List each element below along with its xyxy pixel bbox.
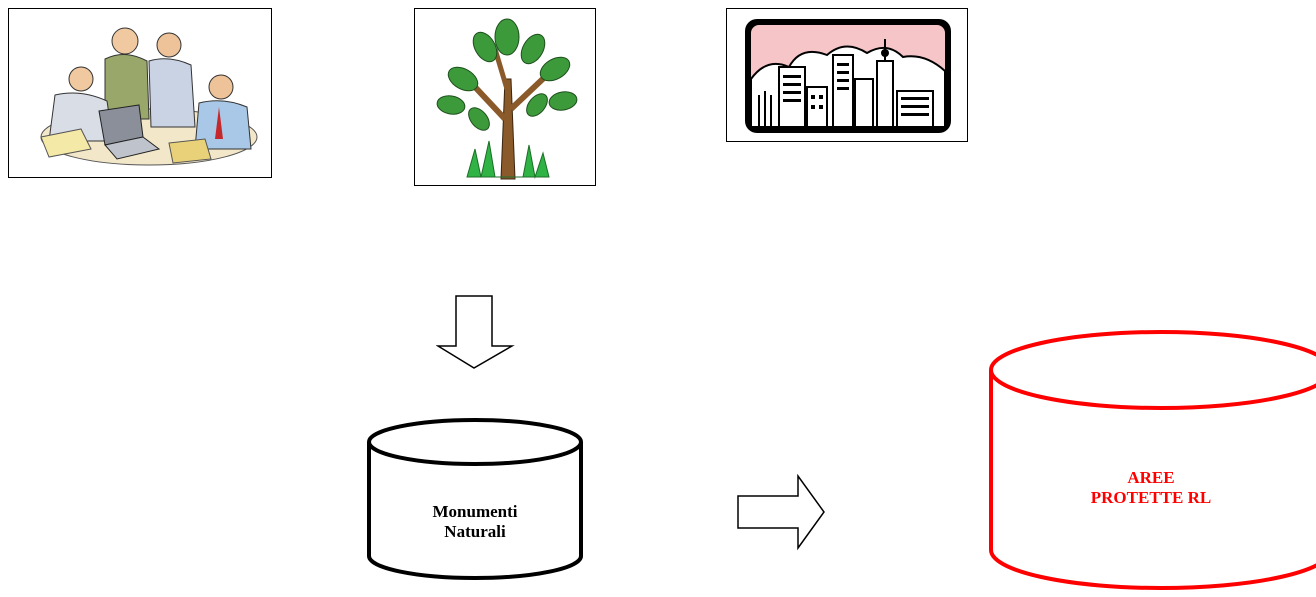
database-label-line1: AREE: [1127, 468, 1175, 487]
meeting-people-icon: [40, 27, 258, 166]
database-aree-protette: AREE PROTETTE RL: [986, 324, 1316, 596]
people-meeting-image: [8, 8, 272, 178]
city-image: [726, 8, 968, 142]
database-label-line2: Naturali: [444, 522, 506, 541]
down-arrow-icon: [436, 295, 515, 369]
database-cylinder-icon: [989, 330, 1316, 590]
tree-image: [414, 8, 596, 186]
right-arrow-icon: [737, 474, 825, 551]
database-label: Monumenti Naturali: [364, 502, 586, 542]
city-skyline-icon: [745, 19, 951, 133]
database-label-line1: Monumenti: [432, 502, 518, 521]
tree-icon: [436, 18, 578, 180]
database-label: AREE PROTETTE RL: [1026, 468, 1276, 508]
database-cylinder-icon: [367, 418, 583, 580]
database-label-line2: PROTETTE RL: [1090, 488, 1212, 507]
database-monumenti-naturali: Monumenti Naturali: [364, 412, 586, 582]
